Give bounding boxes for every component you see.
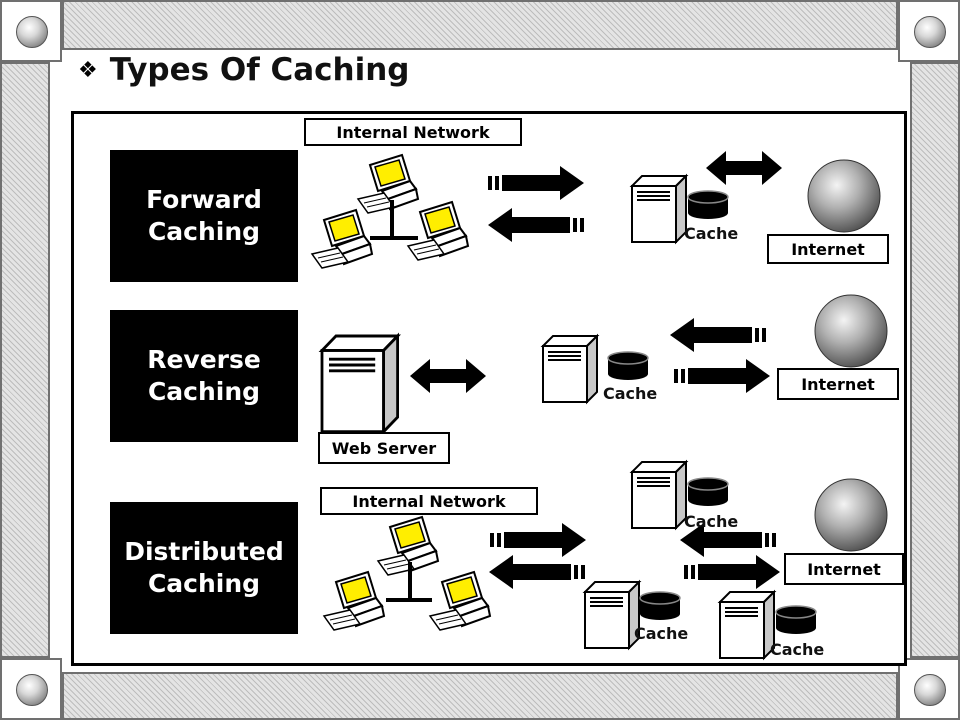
reverse-caching-line1: Reverse xyxy=(147,345,261,374)
knob-icon xyxy=(914,16,946,48)
frame-corner-br xyxy=(898,658,960,720)
distributed-server-icon xyxy=(719,591,775,659)
distributed-arrow-right-icon xyxy=(490,523,586,557)
distributed-server-icon xyxy=(631,461,687,529)
distributed-arrow-left-icon xyxy=(489,555,585,589)
frame-left xyxy=(0,62,50,658)
distributed-server-icon xyxy=(584,581,640,649)
reverse-caching-line2: Caching xyxy=(147,377,261,406)
forward-cache-label: Cache xyxy=(684,224,739,243)
distributed-arrow-right-icon xyxy=(684,555,780,589)
knob-icon xyxy=(914,674,946,706)
slide-title: ❖ Types Of Caching xyxy=(78,52,410,88)
forward-caching-box: Forward Caching xyxy=(110,150,298,282)
distributed-cache-database-icon xyxy=(687,477,729,507)
distributed-cache-right-label: Cache xyxy=(770,640,825,659)
distributed-cache-database-icon xyxy=(775,605,817,635)
forward-arrow-right-icon xyxy=(488,166,584,200)
reverse-caching-box: Reverse Caching xyxy=(110,310,298,442)
frame-right xyxy=(910,62,960,658)
reverse-internet-label: Internet xyxy=(777,368,899,400)
forward-server-icon xyxy=(631,175,687,243)
forward-caching-line1: Forward xyxy=(146,185,262,214)
forward-globe-icon xyxy=(807,159,881,233)
forward-internal-network-label: Internal Network xyxy=(304,118,522,146)
frame-corner-bl xyxy=(0,658,62,720)
forward-arrow-left-icon xyxy=(488,208,584,242)
reverse-server-icon xyxy=(542,335,598,403)
forward-computer-icon xyxy=(407,201,469,261)
knob-icon xyxy=(16,674,48,706)
distributed-cache-mid-label: Cache xyxy=(634,624,689,643)
frame-corner-tr xyxy=(898,0,960,62)
frame-top xyxy=(62,0,898,50)
forward-computer-icon xyxy=(357,154,419,214)
forward-internet-label: Internet xyxy=(767,234,889,264)
web-server-label: Web Server xyxy=(318,432,450,464)
distributed-network-line xyxy=(386,562,432,602)
distributed-internet-label: Internet xyxy=(784,553,904,585)
forward-caching-line2: Caching xyxy=(147,217,261,246)
frame-bottom xyxy=(62,672,898,720)
reverse-arrow-left-icon xyxy=(670,318,766,352)
distributed-caching-line2: Caching xyxy=(147,569,261,598)
distributed-internal-network-label: Internal Network xyxy=(320,487,538,515)
distributed-cache-database-icon xyxy=(639,591,681,621)
forward-computer-icon xyxy=(311,209,373,269)
reverse-globe-icon xyxy=(814,294,888,368)
forward-cache-database-icon xyxy=(687,190,729,220)
slide-title-text: Types Of Caching xyxy=(109,52,410,88)
distributed-caching-box: Distributed Caching xyxy=(110,502,298,634)
distributed-globe-icon xyxy=(814,478,888,552)
reverse-server-icon xyxy=(320,334,400,434)
distributed-computer-icon xyxy=(323,571,385,631)
reverse-double-arrow-icon xyxy=(410,359,486,393)
distributed-cache-top-label: Cache xyxy=(684,512,739,531)
reverse-cache-label: Cache xyxy=(603,384,658,403)
reverse-cache-database-icon xyxy=(607,351,649,381)
diamond-bullet-icon: ❖ xyxy=(78,57,98,83)
knob-icon xyxy=(16,16,48,48)
distributed-caching-line1: Distributed xyxy=(124,537,284,566)
reverse-arrow-right-icon xyxy=(674,359,770,393)
forward-network-line xyxy=(370,200,418,240)
forward-double-arrow-icon xyxy=(706,151,782,185)
distributed-computer-icon xyxy=(429,571,491,631)
frame-corner-tl xyxy=(0,0,62,62)
